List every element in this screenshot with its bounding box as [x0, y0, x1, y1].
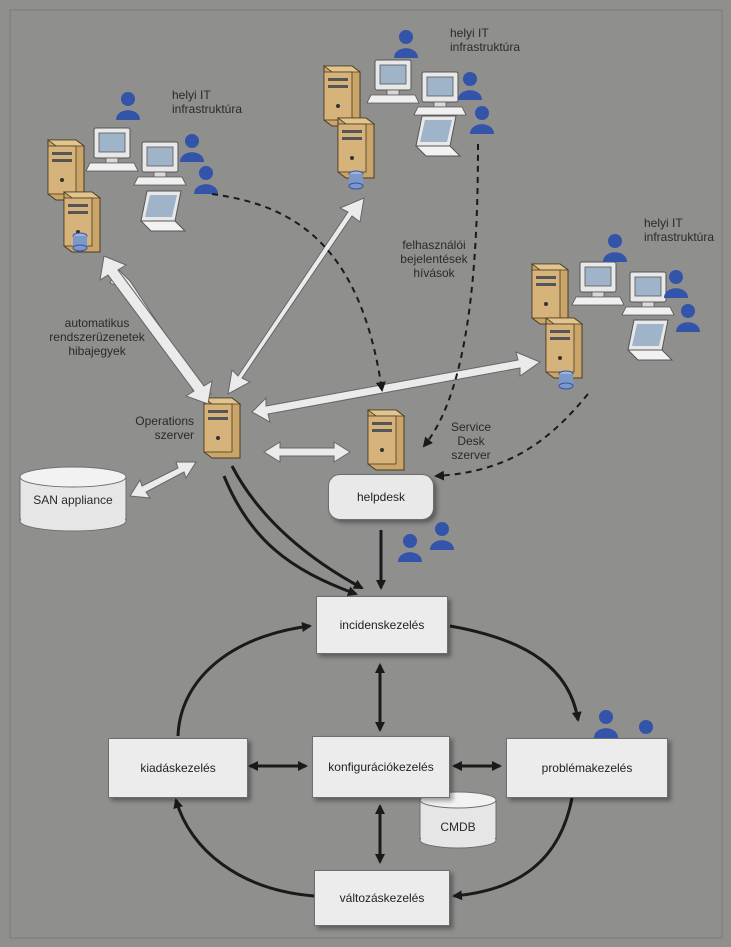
helpdesk-box: helpdesk	[328, 474, 434, 520]
solid-arrows	[173, 465, 582, 901]
label-operations-server: Operations szerver	[135, 414, 194, 442]
helpdesk-user-icon	[430, 522, 454, 550]
label-automatic-messages: automatikus rendszerüzenetek hibajegyek	[49, 316, 145, 358]
problem-user-icon	[594, 710, 618, 738]
helpdesk-user-icon	[398, 534, 422, 562]
change-management-box: változáskezelés	[314, 870, 450, 926]
incident-management-box: incidenskezelés	[316, 596, 448, 654]
label-helyi-it-3: helyi IT infrastruktúra	[644, 216, 715, 244]
san-appliance-cylinder	[19, 466, 127, 532]
label-helyi-it-2: helyi IT infrastruktúra	[450, 26, 521, 54]
release-management-box: kiadáskezelés	[108, 738, 248, 798]
problem-management-box: problémakezelés	[506, 738, 668, 798]
label-service-desk-server: Service Desk szerver	[450, 420, 491, 462]
label-cmdb: CMDB	[440, 820, 476, 834]
it-cluster-3	[531, 234, 700, 390]
configuration-management-box: konfigurációkezelés	[312, 736, 450, 798]
label-helyi-it-1: helyi IT infrastruktúra	[172, 88, 243, 116]
hollow-arrows	[99, 197, 542, 499]
service-desk-server-icon	[367, 409, 405, 471]
dashed-arrows	[211, 143, 589, 481]
cmdb-cylinder	[419, 791, 497, 849]
operations-server-icon	[203, 397, 241, 459]
label-san-appliance: SAN appliance	[33, 493, 113, 507]
label-user-reports: felhasználói bejelentések hívások	[400, 238, 468, 280]
it-cluster-1	[47, 92, 218, 253]
